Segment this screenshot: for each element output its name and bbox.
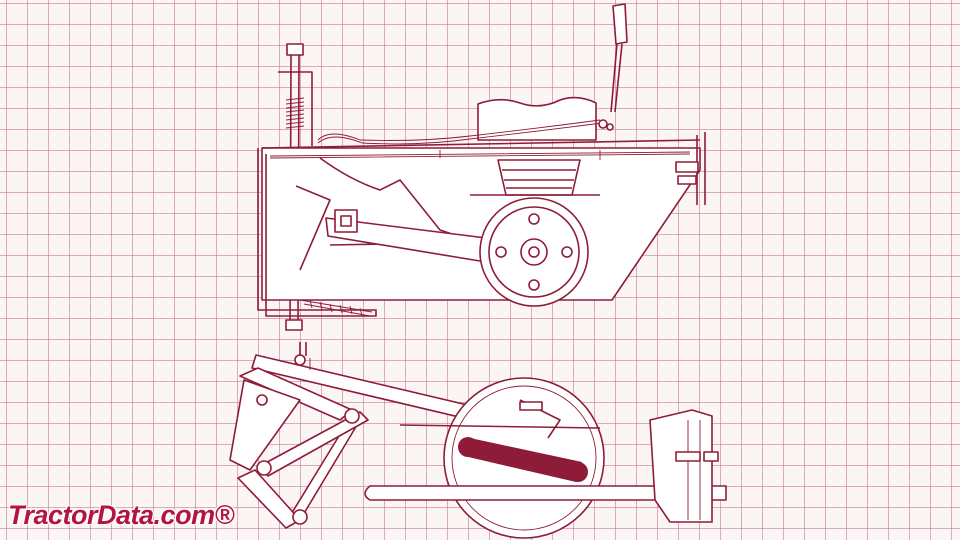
watermark-logo: TractorData.com® <box>8 500 234 530</box>
control-cable <box>317 119 614 145</box>
engine-housing <box>477 96 597 141</box>
axle-tube <box>458 437 588 482</box>
drive-pulley <box>470 159 600 196</box>
mower-deck-housing <box>257 132 706 317</box>
tension-spring <box>299 299 373 317</box>
control-lever <box>610 3 628 113</box>
blade-spindle-wheel <box>479 197 589 307</box>
frame-rail <box>364 409 727 523</box>
